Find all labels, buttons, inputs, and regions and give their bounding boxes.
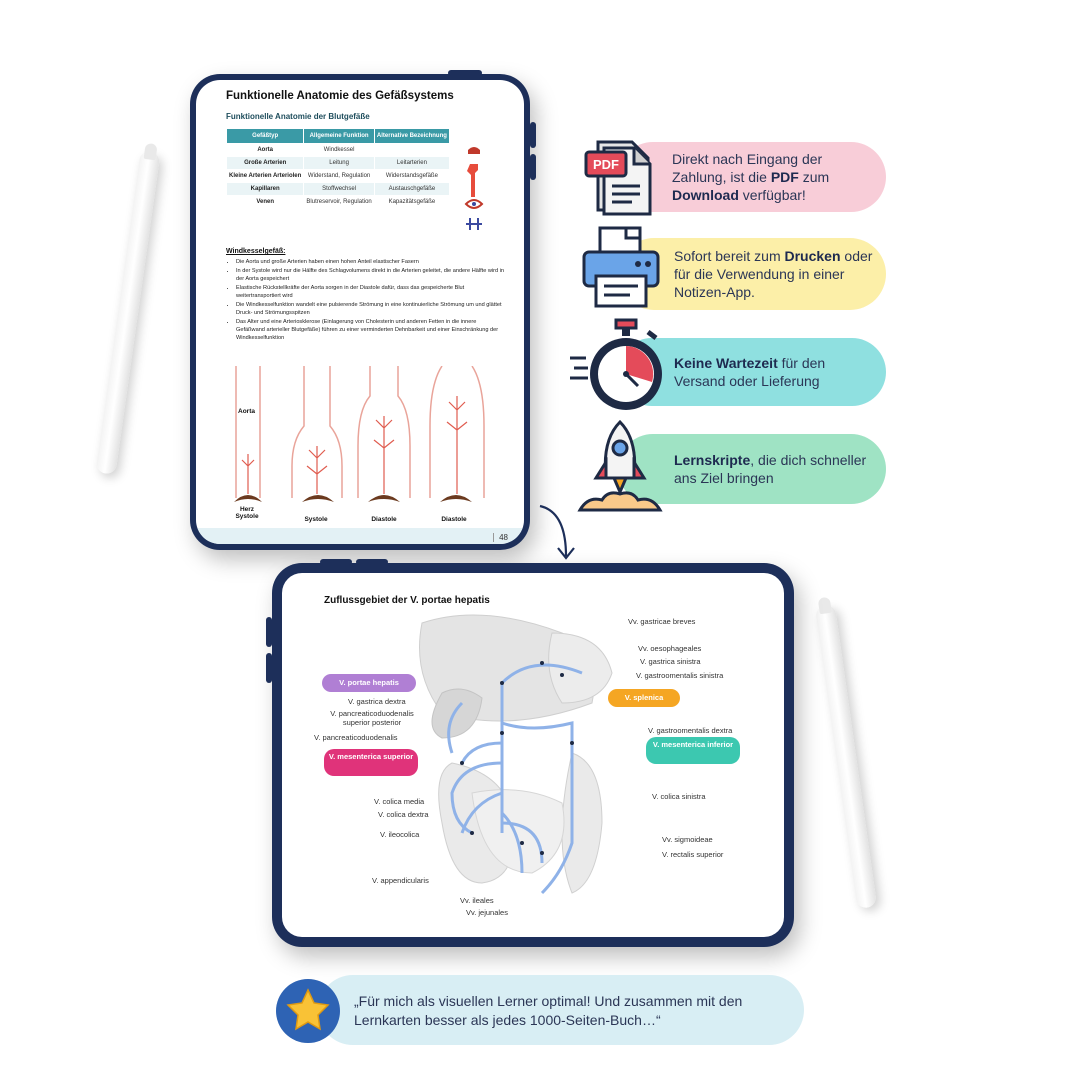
aorta-label: Aorta (238, 408, 255, 415)
label-v-gastroomentalis-sinistra: V. gastroomentalis sinistra (636, 671, 724, 680)
table-row: Kapillaren Stoffwechsel Austauschgefäße (225, 182, 451, 196)
label-vv-sigmoideae: Vv. sigmoideae (662, 835, 713, 844)
table-header: Allgemeine Funktion (303, 128, 375, 144)
doc-title: Funktionelle Anatomie des Gefäßsystems (226, 90, 454, 102)
label-vv-gastricae-breves: Vv. gastricae breves (628, 617, 696, 626)
portal-vein-diagram (419, 614, 613, 895)
list-item: Elastische Rückstellkräfte der Aorta sor… (236, 284, 506, 300)
label-v-colica-sinistra: V. colica sinistra (652, 792, 706, 801)
label-v-colica-media: V. colica media (374, 797, 425, 806)
tag-v-portae-hepatis: V. portae hepatis (322, 674, 416, 692)
list-item: In der Systole wird nur die Hälfte des S… (236, 267, 506, 283)
stopwatch-icon (570, 318, 662, 410)
phase-label: Herz Systole (235, 506, 259, 520)
table-row: Aorta Windkessel (225, 143, 451, 157)
testimonial-quote: „Für mich als visuellen Lerner optimal! … (318, 975, 804, 1045)
tag-v-mesenterica-superior: V. mesenterica superior (324, 749, 418, 776)
vessel-icons (464, 147, 484, 230)
label-vv-oesophageales: Vv. oesophageales (638, 644, 702, 653)
label-vv-jejunales: Vv. jejunales (466, 908, 508, 917)
label-vv-ileales: Vv. ileales (460, 896, 494, 905)
windkessel-illustration (234, 366, 485, 502)
phase-label: Systole (304, 516, 328, 523)
tablet-top: Funktionelle Anatomie des Gefäßsystems F… (190, 70, 536, 550)
label-v-rectalis-superior: V. rectalis superior (662, 850, 724, 859)
tablet-bottom: Zuflussgebiet der V. portae hepatis (266, 559, 794, 947)
page-number: 48 (493, 533, 508, 542)
table-header: Gefäßtyp (225, 128, 305, 144)
page-footer (196, 528, 524, 544)
doc-subtitle: Funktionelle Anatomie der Blutgefäße (226, 112, 370, 121)
table-row: Große Arterien Leitung Leitarterien (225, 156, 451, 170)
windkessel-title: Windkesselgefäß: (226, 248, 286, 255)
feature-pill-no-wait: Keine Wartezeit für den Versand oder Lie… (618, 338, 886, 406)
portal-vein-page: Zuflussgebiet der V. portae hepatis (282, 573, 784, 937)
stylus-pencil-right (814, 596, 878, 909)
tag-v-mesenterica-inferior: V. mesenterica inferior (646, 737, 740, 764)
pdf-file-icon: PDF (584, 140, 652, 216)
table-row: Kleine Arterien Arteriolen Widerstand, R… (225, 169, 451, 183)
table-header: Alternative Bezeichnung (373, 128, 451, 144)
stylus-pencil-left (95, 142, 161, 475)
star-icon (286, 988, 330, 1031)
list-item: Die Aorta und große Arterien haben einen… (236, 258, 506, 266)
windkessel-bullets: Die Aorta und große Arterien haben einen… (226, 258, 506, 343)
feature-pill-print: Sofort bereit zum Drucken oder für die V… (618, 238, 886, 310)
label-v-gastrica-sinistra: V. gastrica sinistra (640, 657, 701, 666)
phase-label: Diastole (371, 516, 397, 523)
label-v-pancreaticoduodenalis: V. pancreaticoduodenalis (314, 733, 398, 742)
portal-title: Zuflussgebiet der V. portae hepatis (324, 595, 490, 606)
list-item: Das Alter und eine Arteriosklerose (Einl… (236, 318, 506, 342)
label-v-pancreaticoduodenalis-superior-posterior: V. pancreaticoduodenalis superior poster… (330, 709, 414, 727)
label-v-gastrica-dextra: V. gastrica dextra (348, 697, 406, 706)
label-v-ileocolica: V. ileocolica (380, 830, 420, 839)
list-item: Die Windkesselfunktion wandelt eine puls… (236, 301, 506, 317)
vessel-table: Gefäßtyp Allgemeine Funktion Alternative… (225, 128, 451, 209)
svg-text:PDF: PDF (593, 157, 619, 172)
label-v-appendicularis: V. appendicularis (372, 876, 429, 885)
phase-label: Diastole (441, 516, 467, 523)
curved-arrow-icon (539, 504, 575, 560)
top-document-page: Funktionelle Anatomie des Gefäßsystems F… (196, 80, 524, 544)
printer-icon (582, 226, 660, 308)
star-badge (276, 979, 340, 1043)
rocket-icon (577, 419, 663, 512)
label-v-colica-dextra: V. colica dextra (378, 810, 429, 819)
tag-v-splenica: V. splenica (608, 689, 680, 707)
feature-pill-scripts: Lernskripte, die dich schneller ans Ziel… (618, 434, 886, 504)
quote-text: „Für mich als visuellen Lerner optimal! … (354, 993, 743, 1028)
label-v-gastroomentalis-dextra: V. gastroomentalis dextra (648, 726, 733, 735)
feature-pill-pdf: Direkt nach Eingang der Zahlung, ist die… (618, 142, 886, 212)
table-row: Venen Blutreservoir, Regulation Kapazitä… (225, 195, 451, 209)
